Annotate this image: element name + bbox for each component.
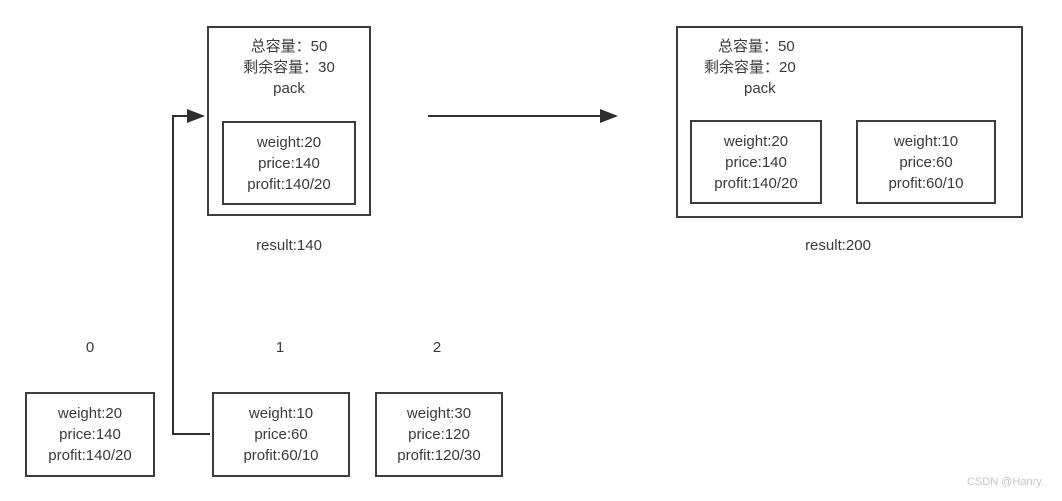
candidate-index-1: 1 bbox=[275, 339, 285, 356]
candidate-item-2: weight:30 price:120 profit:120/30 bbox=[375, 392, 503, 477]
pack-right-total-capacity: 总容量：50 bbox=[718, 38, 795, 55]
candidate-item-0-price: price:140 bbox=[59, 426, 121, 443]
connector-item1-to-pack-left bbox=[172, 109, 210, 435]
pack-right-result-label: result:200 bbox=[805, 237, 871, 254]
candidate-item-0-weight: weight:20 bbox=[57, 405, 123, 422]
candidate-index-0: 0 bbox=[85, 339, 95, 356]
pack-left-box: 总容量：50 剩余容量：30 pack weight:20 price:140 … bbox=[207, 26, 371, 216]
pack-right-name: pack bbox=[744, 80, 776, 97]
candidate-item-1: weight:10 price:60 profit:60/10 bbox=[212, 392, 350, 477]
candidate-index-2: 2 bbox=[432, 339, 442, 356]
pack-left-item-0-price: price:140 bbox=[258, 154, 320, 172]
pack-left-result-label: result:140 bbox=[256, 237, 322, 254]
pack-right-item-0-price: price:140 bbox=[725, 153, 787, 171]
pack-right-item-1: weight:10 price:60 profit:60/10 bbox=[856, 120, 996, 204]
pack-left-remaining-capacity: 剩余容量：30 bbox=[243, 59, 335, 76]
pack-left-name: pack bbox=[273, 80, 305, 97]
pack-right-box: 总容量：50 剩余容量：20 pack weight:20 price:140 … bbox=[676, 26, 1023, 218]
candidate-item-0-profit: profit:140/20 bbox=[48, 447, 132, 464]
pack-right-item-0: weight:20 price:140 profit:140/20 bbox=[690, 120, 822, 204]
candidate-item-2-price: price:120 bbox=[408, 426, 470, 443]
pack-right-remaining-capacity: 剩余容量：20 bbox=[704, 59, 796, 76]
pack-right-item-1-profit: profit:60/10 bbox=[888, 174, 964, 192]
pack-left-item-0: weight:20 price:140 profit:140/20 bbox=[222, 121, 356, 205]
candidate-item-1-price: price:60 bbox=[254, 426, 308, 443]
candidate-item-2-weight: weight:30 bbox=[406, 405, 472, 422]
candidate-item-1-profit: profit:60/10 bbox=[243, 447, 319, 464]
pack-left-item-0-profit: profit:140/20 bbox=[247, 175, 331, 193]
pack-right-item-0-profit: profit:140/20 bbox=[714, 174, 798, 192]
pack-left-item-0-weight: weight:20 bbox=[256, 133, 322, 151]
pack-right-item-1-weight: weight:10 bbox=[893, 132, 959, 150]
pack-right-item-0-weight: weight:20 bbox=[723, 132, 789, 150]
pack-left-header: 总容量：50 剩余容量：30 pack bbox=[209, 36, 369, 99]
pack-left-total-capacity: 总容量：50 bbox=[250, 38, 328, 55]
pack-right-header: 总容量：50 剩余容量：20 pack bbox=[704, 36, 904, 99]
watermark-text: CSDN @Hanry. bbox=[967, 476, 1044, 488]
candidate-item-2-profit: profit:120/30 bbox=[397, 447, 481, 464]
pack-right-item-1-price: price:60 bbox=[899, 153, 953, 171]
candidate-item-1-weight: weight:10 bbox=[248, 405, 314, 422]
candidate-item-0: weight:20 price:140 profit:140/20 bbox=[25, 392, 155, 477]
